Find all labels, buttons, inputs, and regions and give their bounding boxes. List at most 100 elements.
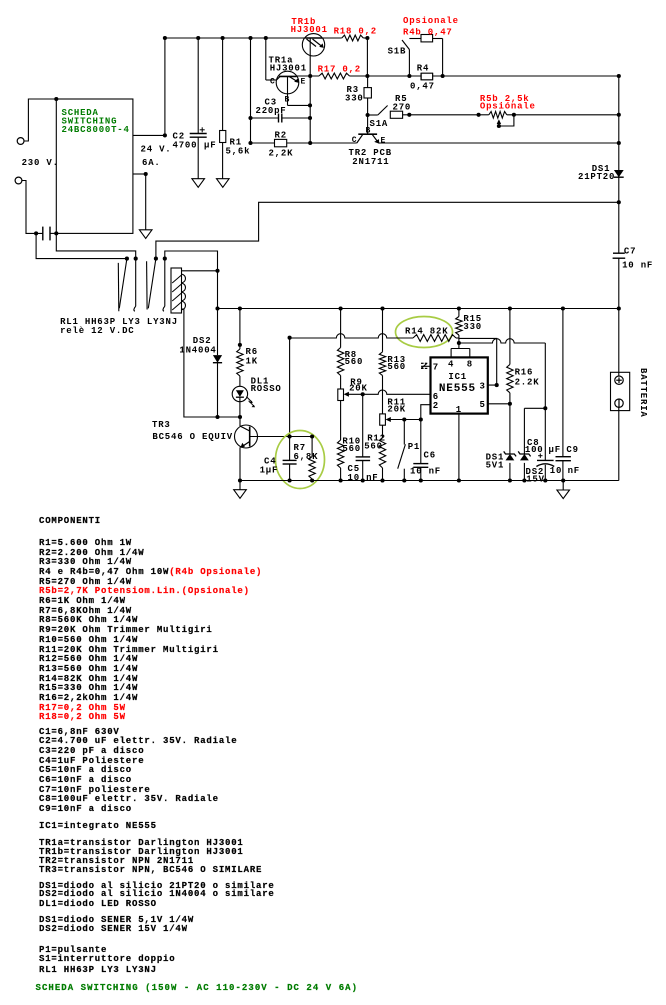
- svg-text:220pF: 220pF: [256, 106, 287, 116]
- svg-text:B: B: [285, 96, 291, 105]
- svg-text:R1: R1: [230, 138, 242, 148]
- svg-text:1K: 1K: [246, 357, 258, 367]
- svg-text:10: 10: [550, 466, 562, 476]
- svg-text:2,2K: 2,2K: [269, 148, 294, 158]
- svg-text:TR3: TR3: [152, 420, 171, 430]
- svg-text:C5: C5: [348, 464, 360, 474]
- svg-text:NE555: NE555: [439, 383, 476, 395]
- svg-text:10 nF: 10 nF: [410, 466, 441, 476]
- svg-text:TR1a: TR1a: [269, 55, 294, 65]
- svg-text:R3: R3: [347, 85, 359, 95]
- svg-text:24BC8000T-4: 24BC8000T-4: [62, 125, 130, 135]
- svg-text:15V: 15V: [526, 474, 545, 484]
- svg-text:R5: R5: [395, 94, 407, 104]
- svg-text:1: 1: [456, 405, 462, 415]
- svg-text:C6: C6: [424, 451, 436, 461]
- svg-text:R16: R16: [515, 368, 534, 378]
- svg-text:S1B: S1B: [388, 46, 407, 56]
- svg-text:E: E: [381, 136, 387, 145]
- svg-text:C7: C7: [624, 247, 636, 257]
- svg-text:20K: 20K: [387, 405, 406, 415]
- svg-text:C8: C8: [527, 438, 539, 448]
- svg-text:6: 6: [433, 392, 439, 402]
- svg-text:R4: R4: [417, 63, 429, 73]
- svg-text:1N4004: 1N4004: [179, 345, 216, 355]
- svg-text:7: 7: [433, 362, 439, 372]
- svg-text:R11: R11: [387, 398, 406, 408]
- svg-text:nF: nF: [568, 466, 580, 476]
- svg-text:C4: C4: [264, 456, 276, 466]
- svg-text:R2: R2: [275, 130, 287, 140]
- svg-text:IC1: IC1: [448, 372, 467, 382]
- svg-text:R13: R13: [387, 355, 406, 365]
- svg-text:DS1: DS1: [592, 164, 611, 174]
- svg-text:R8: R8: [345, 350, 357, 360]
- svg-text:Opsionale: Opsionale: [403, 16, 459, 26]
- svg-text:P1: P1: [408, 442, 420, 452]
- svg-text:4: 4: [448, 359, 454, 369]
- svg-text:560: 560: [364, 442, 383, 452]
- svg-text:R14 82K: R14 82K: [405, 327, 448, 337]
- svg-text:10 nF: 10 nF: [348, 473, 379, 483]
- svg-text:330: 330: [345, 93, 364, 103]
- svg-text:R5b 2,5k: R5b 2,5k: [480, 94, 530, 104]
- svg-text:µF: µF: [204, 140, 216, 150]
- svg-text:5: 5: [480, 400, 486, 410]
- svg-text:TR2 PCB: TR2 PCB: [349, 148, 392, 158]
- svg-text:DL1: DL1: [251, 377, 270, 387]
- svg-text:21PT20: 21PT20: [578, 172, 615, 182]
- svg-text:6,8K: 6,8K: [294, 452, 319, 462]
- svg-text:DS2: DS2: [526, 467, 545, 477]
- svg-text:C: C: [352, 136, 358, 145]
- svg-text:2.2K: 2.2K: [515, 378, 540, 388]
- svg-text:R4b 0,47: R4b 0,47: [403, 28, 453, 38]
- svg-text:0,47: 0,47: [410, 81, 435, 91]
- svg-text:R10: R10: [342, 437, 361, 447]
- svg-text:C3: C3: [265, 97, 277, 107]
- svg-text:4700: 4700: [173, 140, 198, 150]
- svg-text:6A.: 6A.: [142, 158, 161, 168]
- svg-text:S1A: S1A: [370, 119, 389, 129]
- svg-text:100: 100: [525, 445, 544, 455]
- svg-text:R17 0,2: R17 0,2: [318, 64, 361, 74]
- svg-text:R7: R7: [294, 443, 306, 453]
- svg-text:2: 2: [433, 401, 439, 411]
- svg-text:R15: R15: [463, 314, 482, 324]
- svg-text:relè 12 V.DC: relè 12 V.DC: [60, 326, 134, 336]
- svg-text:1µF: 1µF: [260, 465, 279, 475]
- svg-text:C9: C9: [566, 445, 578, 455]
- svg-text:10 nF: 10 nF: [622, 260, 653, 270]
- svg-text:20K: 20K: [349, 384, 368, 394]
- svg-text:TR1b: TR1b: [291, 17, 316, 27]
- svg-text:330: 330: [463, 322, 482, 332]
- svg-text:8: 8: [467, 359, 473, 369]
- svg-text:ROSSO: ROSSO: [251, 384, 282, 394]
- svg-text:5V1: 5V1: [486, 460, 505, 470]
- svg-text:R6: R6: [246, 347, 258, 357]
- svg-text:DS1: DS1: [486, 453, 505, 463]
- svg-text:HJ3001: HJ3001: [270, 63, 307, 73]
- svg-text:560: 560: [342, 444, 361, 454]
- svg-text:R9: R9: [350, 377, 362, 387]
- svg-text:SCHEDA: SCHEDA: [62, 108, 99, 118]
- svg-text:µF: µF: [549, 445, 561, 455]
- svg-text:24 V.: 24 V.: [141, 144, 172, 154]
- svg-text:HJ3001: HJ3001: [291, 25, 328, 35]
- svg-text:C2: C2: [173, 132, 185, 142]
- svg-text:2N1711: 2N1711: [352, 157, 389, 167]
- svg-text:560: 560: [387, 362, 406, 372]
- svg-text:C: C: [270, 77, 276, 86]
- svg-text:DS2: DS2: [193, 336, 212, 346]
- svg-text:Opsiónale: Opsiónale: [480, 101, 536, 111]
- svg-text:230 V.: 230 V.: [22, 158, 59, 168]
- svg-text:560: 560: [345, 357, 364, 367]
- svg-text:R18 0,2: R18 0,2: [334, 26, 377, 36]
- svg-text:B: B: [366, 127, 372, 136]
- svg-text:270: 270: [393, 103, 412, 113]
- svg-text:BC546 O EQUIV: BC546 O EQUIV: [152, 432, 233, 442]
- svg-text:E: E: [301, 77, 307, 86]
- svg-text:3: 3: [480, 381, 486, 391]
- svg-text:RL1 HH63P LY3 LY3NJ: RL1 HH63P LY3 LY3NJ: [60, 317, 178, 327]
- svg-text:SWITCHING: SWITCHING: [62, 117, 118, 127]
- svg-text:R12: R12: [367, 434, 386, 444]
